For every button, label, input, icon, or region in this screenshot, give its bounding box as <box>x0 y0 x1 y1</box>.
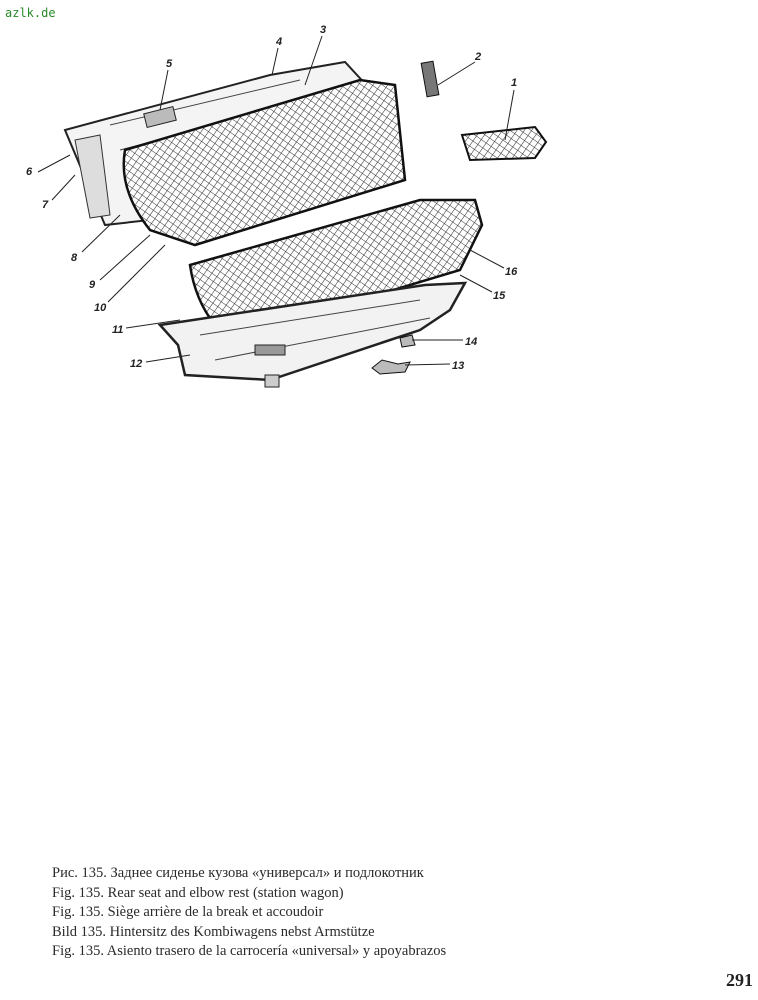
callout-11: 11 <box>112 324 123 336</box>
caption-german: Bild 135. Hintersitz des Kombiwagens neb… <box>52 923 375 940</box>
callout-8: 8 <box>71 252 78 264</box>
watermark[interactable]: azlk.de <box>5 6 56 20</box>
caption-english: Fig. 135. Rear seat and elbow rest (stat… <box>52 884 344 901</box>
figure-captions: Рис. 135. Заднее сиденье кузова «универс… <box>52 864 446 962</box>
callout-16: 16 <box>505 266 518 278</box>
caption-russian: Рис. 135. Заднее сиденье кузова «универс… <box>52 865 424 881</box>
caption-french: Fig. 135. Siège arrière de la break et a… <box>52 904 324 920</box>
leader-lines <box>37 35 515 366</box>
callout-6: 6 <box>26 166 33 178</box>
callout-9: 9 <box>89 279 96 291</box>
page-number: 291 <box>726 970 753 990</box>
callout-1: 1 <box>511 77 517 89</box>
callout-5: 5 <box>166 58 173 70</box>
callout-2: 2 <box>474 51 481 63</box>
rear-seat-exploded-illustration: 1 2 3 4 5 6 7 8 9 10 11 12 13 14 15 16 <box>26 24 548 388</box>
bracket-part-2 <box>420 60 440 98</box>
callout-14: 14 <box>465 336 477 348</box>
armrest <box>460 125 548 162</box>
callout-12: 12 <box>130 358 142 370</box>
callout-10: 10 <box>94 302 107 314</box>
seat-frame <box>157 281 468 388</box>
seat-cushion <box>188 198 484 332</box>
callout-3: 3 <box>320 24 326 36</box>
callout-15: 15 <box>493 290 506 302</box>
callout-numbers: 1 2 3 4 5 6 7 8 9 10 11 12 13 14 15 16 <box>26 24 518 372</box>
caption-spanish: Fig. 135. Asiento trasero de la carrocer… <box>52 943 447 959</box>
bracket-part-14 <box>399 334 416 348</box>
backrest-cushion <box>122 78 407 247</box>
callout-7: 7 <box>42 199 49 211</box>
bracket-part-13 <box>371 359 411 375</box>
callout-13: 13 <box>452 360 464 372</box>
callout-4: 4 <box>275 36 282 48</box>
